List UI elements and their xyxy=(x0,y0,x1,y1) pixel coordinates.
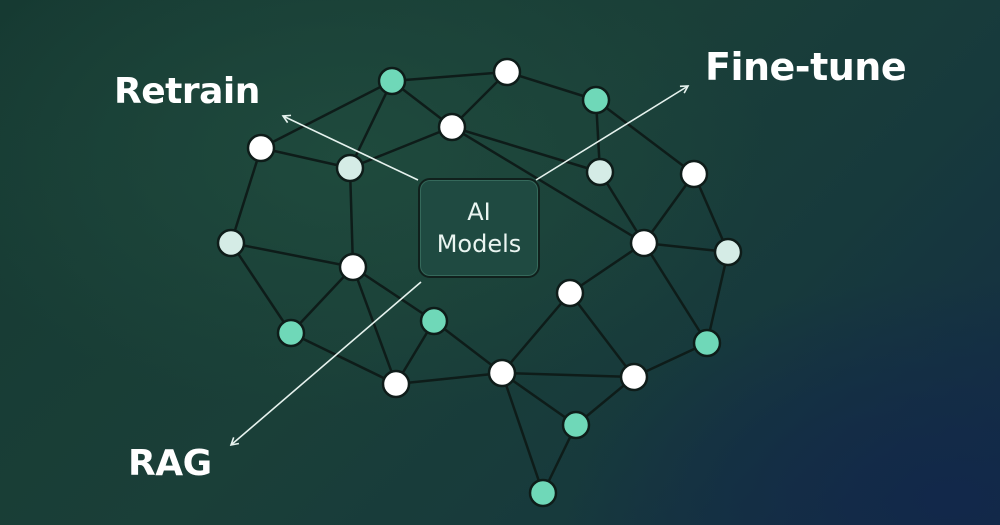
graph-node xyxy=(338,252,368,282)
graph-edge xyxy=(260,146,351,170)
graph-edge xyxy=(229,242,293,334)
graph-edge xyxy=(351,266,398,385)
graph-node xyxy=(692,328,722,358)
graph-node xyxy=(487,358,517,388)
graph-edge xyxy=(395,371,503,386)
graph-edge xyxy=(391,70,508,83)
graph-node xyxy=(492,57,522,87)
graph-node xyxy=(555,278,585,308)
graph-node xyxy=(528,478,558,508)
ai-models-line-1: AI xyxy=(467,198,491,226)
graph-nodes xyxy=(216,57,743,508)
graph-edge xyxy=(451,125,601,174)
graph-node xyxy=(585,157,615,187)
graph-edge xyxy=(230,241,354,269)
direction-arrows xyxy=(229,85,690,447)
graph-edge xyxy=(506,70,597,102)
graph-edge xyxy=(290,266,354,334)
ai-models-box: AI Models xyxy=(418,178,540,278)
graph-edge xyxy=(349,125,453,170)
ai-models-line-2: Models xyxy=(436,230,522,258)
graph-edge xyxy=(290,331,397,386)
graph-node xyxy=(619,362,649,392)
graph-edge xyxy=(642,242,709,344)
retrain-arrow xyxy=(281,114,419,181)
graph-edge xyxy=(569,292,635,378)
graph-node xyxy=(419,306,449,336)
graph-node xyxy=(216,228,246,258)
rag-label: RAG xyxy=(128,443,212,484)
graph-edge xyxy=(352,265,435,323)
graph-node xyxy=(276,318,306,348)
finetune-label: Fine-tune xyxy=(705,45,907,89)
graph-edge xyxy=(569,241,645,295)
graph-node xyxy=(581,85,611,115)
graph-node xyxy=(381,369,411,399)
graph-node xyxy=(377,66,407,96)
graph-edge xyxy=(705,251,730,344)
finetune-arrow xyxy=(535,85,690,181)
graph-edge xyxy=(348,80,394,169)
graph-edge xyxy=(595,99,695,175)
graph-edge xyxy=(260,79,393,150)
graph-node xyxy=(437,112,467,142)
graph-edge xyxy=(451,125,645,245)
graph-node xyxy=(246,133,276,163)
graph-edge xyxy=(501,371,635,379)
graph-edge xyxy=(501,292,571,374)
graph-node xyxy=(713,237,743,267)
graph-edge xyxy=(500,372,545,494)
graph-edge xyxy=(229,147,263,244)
graph-edge xyxy=(433,320,503,374)
rag-arrow xyxy=(229,281,422,447)
graph-node xyxy=(679,159,709,189)
graph-edge xyxy=(501,371,577,427)
retrain-label: Retrain xyxy=(114,71,260,112)
graph-node xyxy=(561,410,591,440)
graph-node xyxy=(629,228,659,258)
graph-edge xyxy=(348,167,355,268)
graph-edges xyxy=(229,70,730,494)
graph-node xyxy=(335,153,365,183)
